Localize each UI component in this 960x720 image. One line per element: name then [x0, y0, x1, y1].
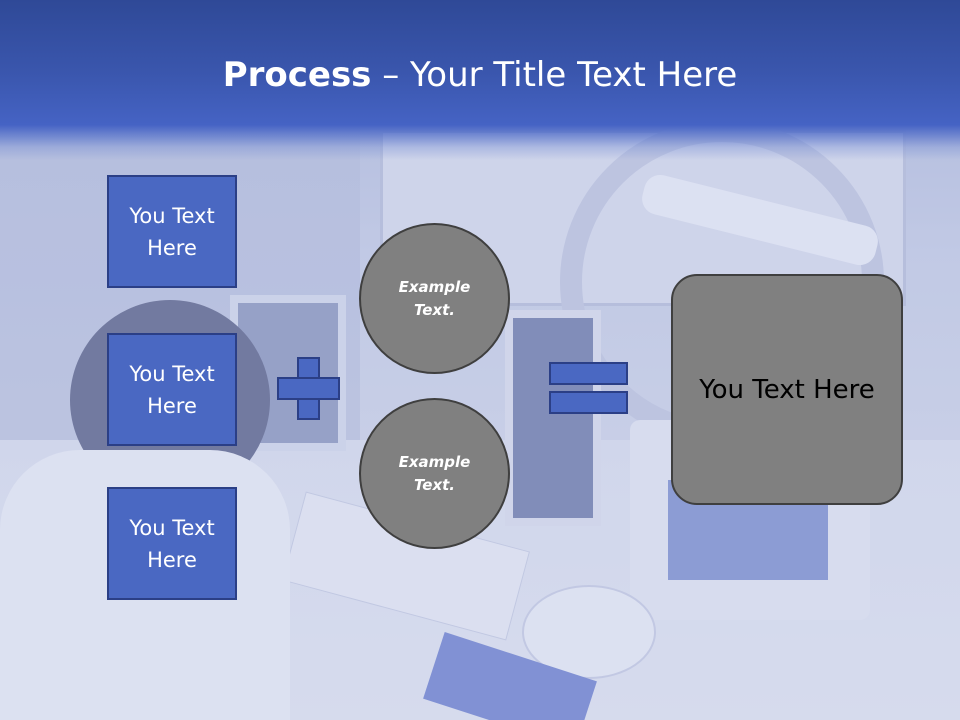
monitor-center	[505, 310, 601, 526]
title-bold: Process	[222, 55, 372, 95]
slide-title[interactable]: Process – Your Title Text Here	[0, 53, 960, 97]
title-rest: – Your Title Text Here	[371, 55, 738, 95]
example-circle-2[interactable]: Example Text.	[359, 398, 510, 549]
result-box[interactable]: You Text Here	[671, 274, 903, 505]
equals-top-bar	[549, 362, 628, 385]
text-box-1[interactable]: You Text Here	[107, 175, 237, 288]
text-box-2[interactable]: You Text Here	[107, 333, 237, 446]
plus-center	[299, 379, 318, 398]
example-circle-1[interactable]: Example Text.	[359, 223, 510, 374]
equals-bottom-bar	[549, 391, 628, 414]
control-panel	[522, 585, 656, 679]
title-banner: Process – Your Title Text Here	[0, 0, 960, 160]
text-box-3[interactable]: You Text Here	[107, 487, 237, 600]
plus-icon	[277, 357, 340, 420]
